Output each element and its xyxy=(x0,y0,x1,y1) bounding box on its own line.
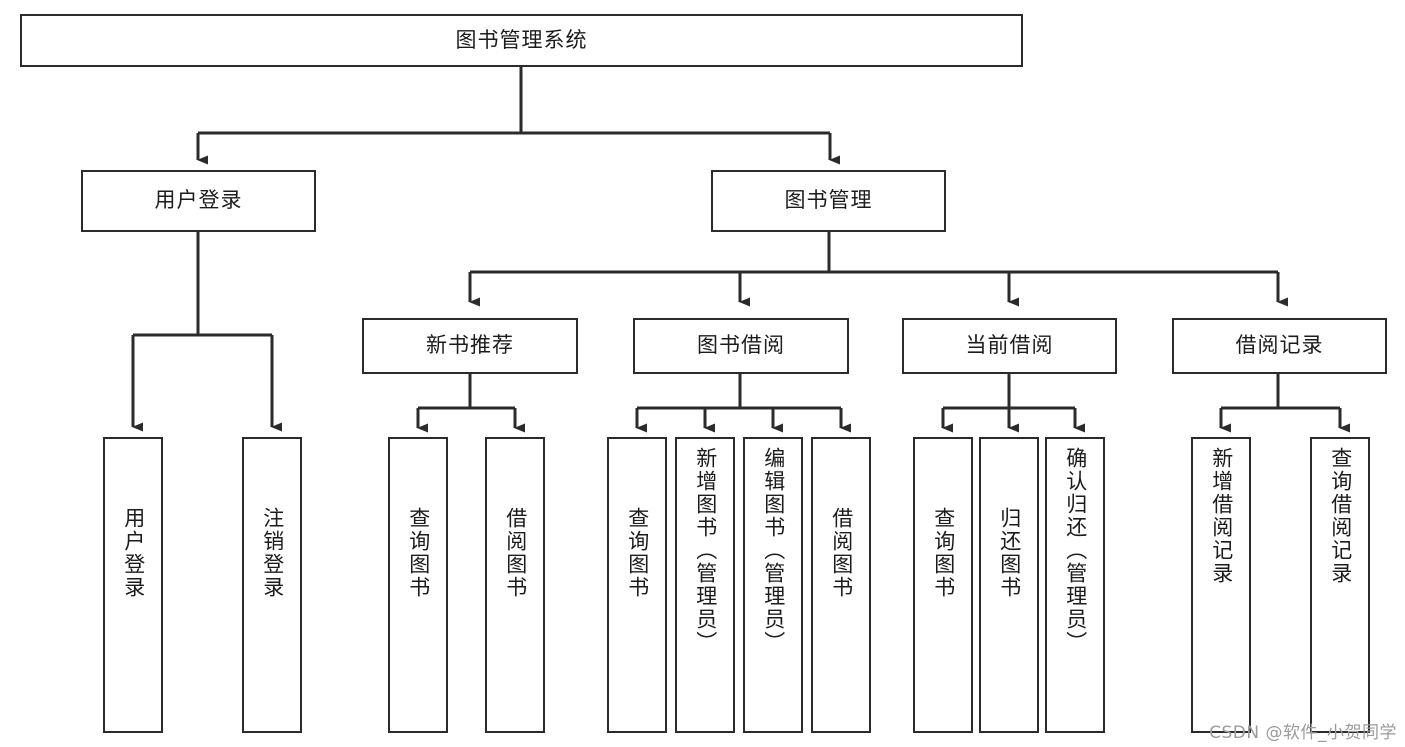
leaf-current-confirm-return-label: 确认归还（管理员） xyxy=(1063,447,1088,654)
leaf-recommend-query-book-label: 查询图书 xyxy=(406,507,431,599)
node-new-book-recommend[interactable]: 新书推荐 xyxy=(362,318,578,374)
leaf-borrow-query-book[interactable]: 查询图书 xyxy=(607,437,667,733)
leaf-borrow-borrow-book[interactable]: 借阅图书 xyxy=(811,437,871,733)
leaf-current-return-book-label: 归还图书 xyxy=(997,507,1022,599)
leaf-borrow-add-book-label: 新增图书（管理员） xyxy=(693,447,718,654)
watermark: CSDN @软件_小贺同学 xyxy=(1209,723,1397,743)
node-user-login[interactable]: 用户登录 xyxy=(81,170,316,232)
leaf-recommend-borrow-book[interactable]: 借阅图书 xyxy=(485,437,545,733)
leaf-record-query[interactable]: 查询借阅记录 xyxy=(1310,437,1370,733)
leaf-current-confirm-return[interactable]: 确认归还（管理员） xyxy=(1045,437,1105,733)
leaf-current-return-book[interactable]: 归还图书 xyxy=(979,437,1039,733)
node-book-borrow[interactable]: 图书借阅 xyxy=(633,318,849,374)
leaf-borrow-query-book-label: 查询图书 xyxy=(625,507,650,599)
leaf-current-query-book-label: 查询图书 xyxy=(931,507,956,599)
node-borrow-record-label: 借阅记录 xyxy=(1235,333,1324,358)
leaf-user-logout-label: 注销登录 xyxy=(260,507,285,599)
node-book-borrow-label: 图书借阅 xyxy=(697,333,785,358)
leaf-record-query-label: 查询借阅记录 xyxy=(1328,447,1353,585)
leaf-borrow-edit-book[interactable]: 编辑图书（管理员） xyxy=(743,437,803,733)
node-root-label: 图书管理系统 xyxy=(455,27,588,52)
node-root[interactable]: 图书管理系统 xyxy=(20,14,1023,67)
leaf-user-login[interactable]: 用户登录 xyxy=(103,437,163,733)
node-borrow-record[interactable]: 借阅记录 xyxy=(1172,318,1387,374)
node-book-management-label: 图书管理 xyxy=(784,188,873,213)
leaf-borrow-edit-book-label: 编辑图书（管理员） xyxy=(761,447,786,654)
node-new-book-recommend-label: 新书推荐 xyxy=(426,333,514,358)
leaf-record-add[interactable]: 新增借阅记录 xyxy=(1191,437,1251,733)
node-current-borrow[interactable]: 当前借阅 xyxy=(902,318,1117,374)
leaf-current-query-book[interactable]: 查询图书 xyxy=(913,437,973,733)
leaf-user-logout[interactable]: 注销登录 xyxy=(242,437,302,733)
node-book-management[interactable]: 图书管理 xyxy=(711,170,946,232)
node-user-login-label: 用户登录 xyxy=(154,188,243,213)
leaf-borrow-add-book[interactable]: 新增图书（管理员） xyxy=(675,437,735,733)
leaf-user-login-label: 用户登录 xyxy=(121,507,146,599)
leaf-borrow-borrow-book-label: 借阅图书 xyxy=(829,507,854,599)
node-current-borrow-label: 当前借阅 xyxy=(965,333,1054,358)
leaf-recommend-borrow-book-label: 借阅图书 xyxy=(503,507,528,599)
leaf-record-add-label: 新增借阅记录 xyxy=(1209,447,1234,585)
leaf-recommend-query-book[interactable]: 查询图书 xyxy=(388,437,448,733)
